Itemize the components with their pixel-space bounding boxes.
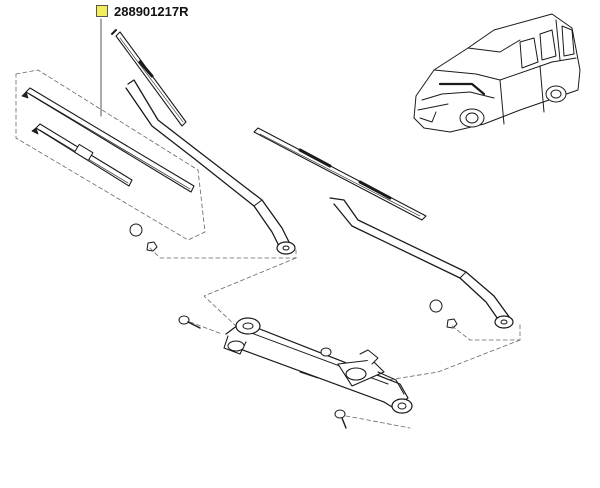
- callout-marker: [96, 5, 108, 17]
- bolt-left[interactable]: [178, 315, 201, 329]
- vehicle-thumbnail: [413, 13, 581, 133]
- wiper-blade-short[interactable]: [31, 123, 133, 187]
- callout-288901217R[interactable]: 288901217R: [96, 3, 188, 19]
- wiper-linkage-motor[interactable]: [223, 317, 413, 414]
- assembly-leader-lines: [149, 247, 521, 429]
- blade-kit-dashed-outline: [15, 69, 206, 241]
- wiper-blade-long[interactable]: [21, 87, 195, 193]
- wiper-blade-right[interactable]: [253, 127, 427, 221]
- nut-right[interactable]: [446, 318, 458, 329]
- wiper-arm-right[interactable]: [329, 197, 514, 329]
- nut-cap-left[interactable]: [129, 223, 143, 237]
- nut-left[interactable]: [146, 241, 158, 252]
- bolt-lower[interactable]: [334, 409, 347, 429]
- part-number: 288901217R: [114, 3, 189, 19]
- wiper-blade-left[interactable]: [111, 29, 187, 127]
- wiper-arm-left[interactable]: [125, 79, 296, 255]
- nut-cap-right[interactable]: [429, 299, 443, 313]
